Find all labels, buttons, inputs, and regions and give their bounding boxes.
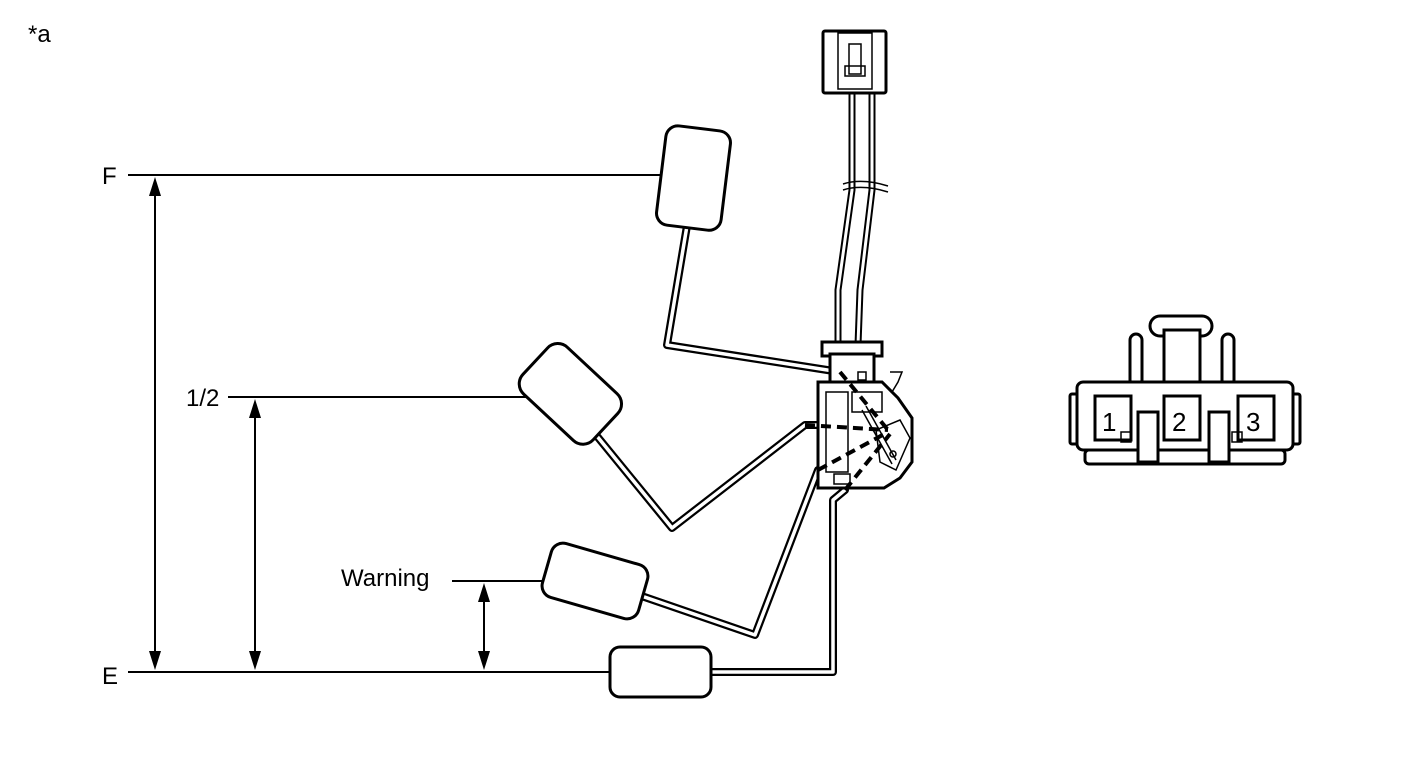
sender-gauge-body	[816, 340, 914, 490]
wire-harness	[834, 88, 889, 349]
sender-connector-front-view: 1 2 3	[1068, 314, 1302, 466]
float-arm-full	[663, 174, 844, 376]
float-empty	[608, 645, 713, 699]
float-arm-empty	[656, 486, 849, 676]
connector-pin-2: 2	[1172, 407, 1186, 437]
dimension-arrow-warning	[478, 583, 490, 670]
level-label-half: 1/2	[186, 385, 219, 412]
connector-pin-1: 1	[1102, 407, 1116, 437]
float-warning	[540, 541, 650, 621]
level-reference-lines	[128, 174, 695, 673]
dimension-arrow-full	[149, 177, 161, 670]
float-half	[517, 342, 624, 446]
corner-label: *a	[28, 21, 51, 48]
level-label-empty: E	[102, 663, 118, 690]
dimension-arrow-half	[249, 399, 261, 670]
float-full	[655, 124, 732, 232]
arm-pivot-hidden-lines	[804, 370, 892, 492]
level-label-warning: Warning	[341, 565, 429, 592]
level-label-full: F	[102, 163, 117, 190]
harness-connector	[821, 29, 888, 95]
connector-pin-3: 3	[1246, 407, 1260, 437]
